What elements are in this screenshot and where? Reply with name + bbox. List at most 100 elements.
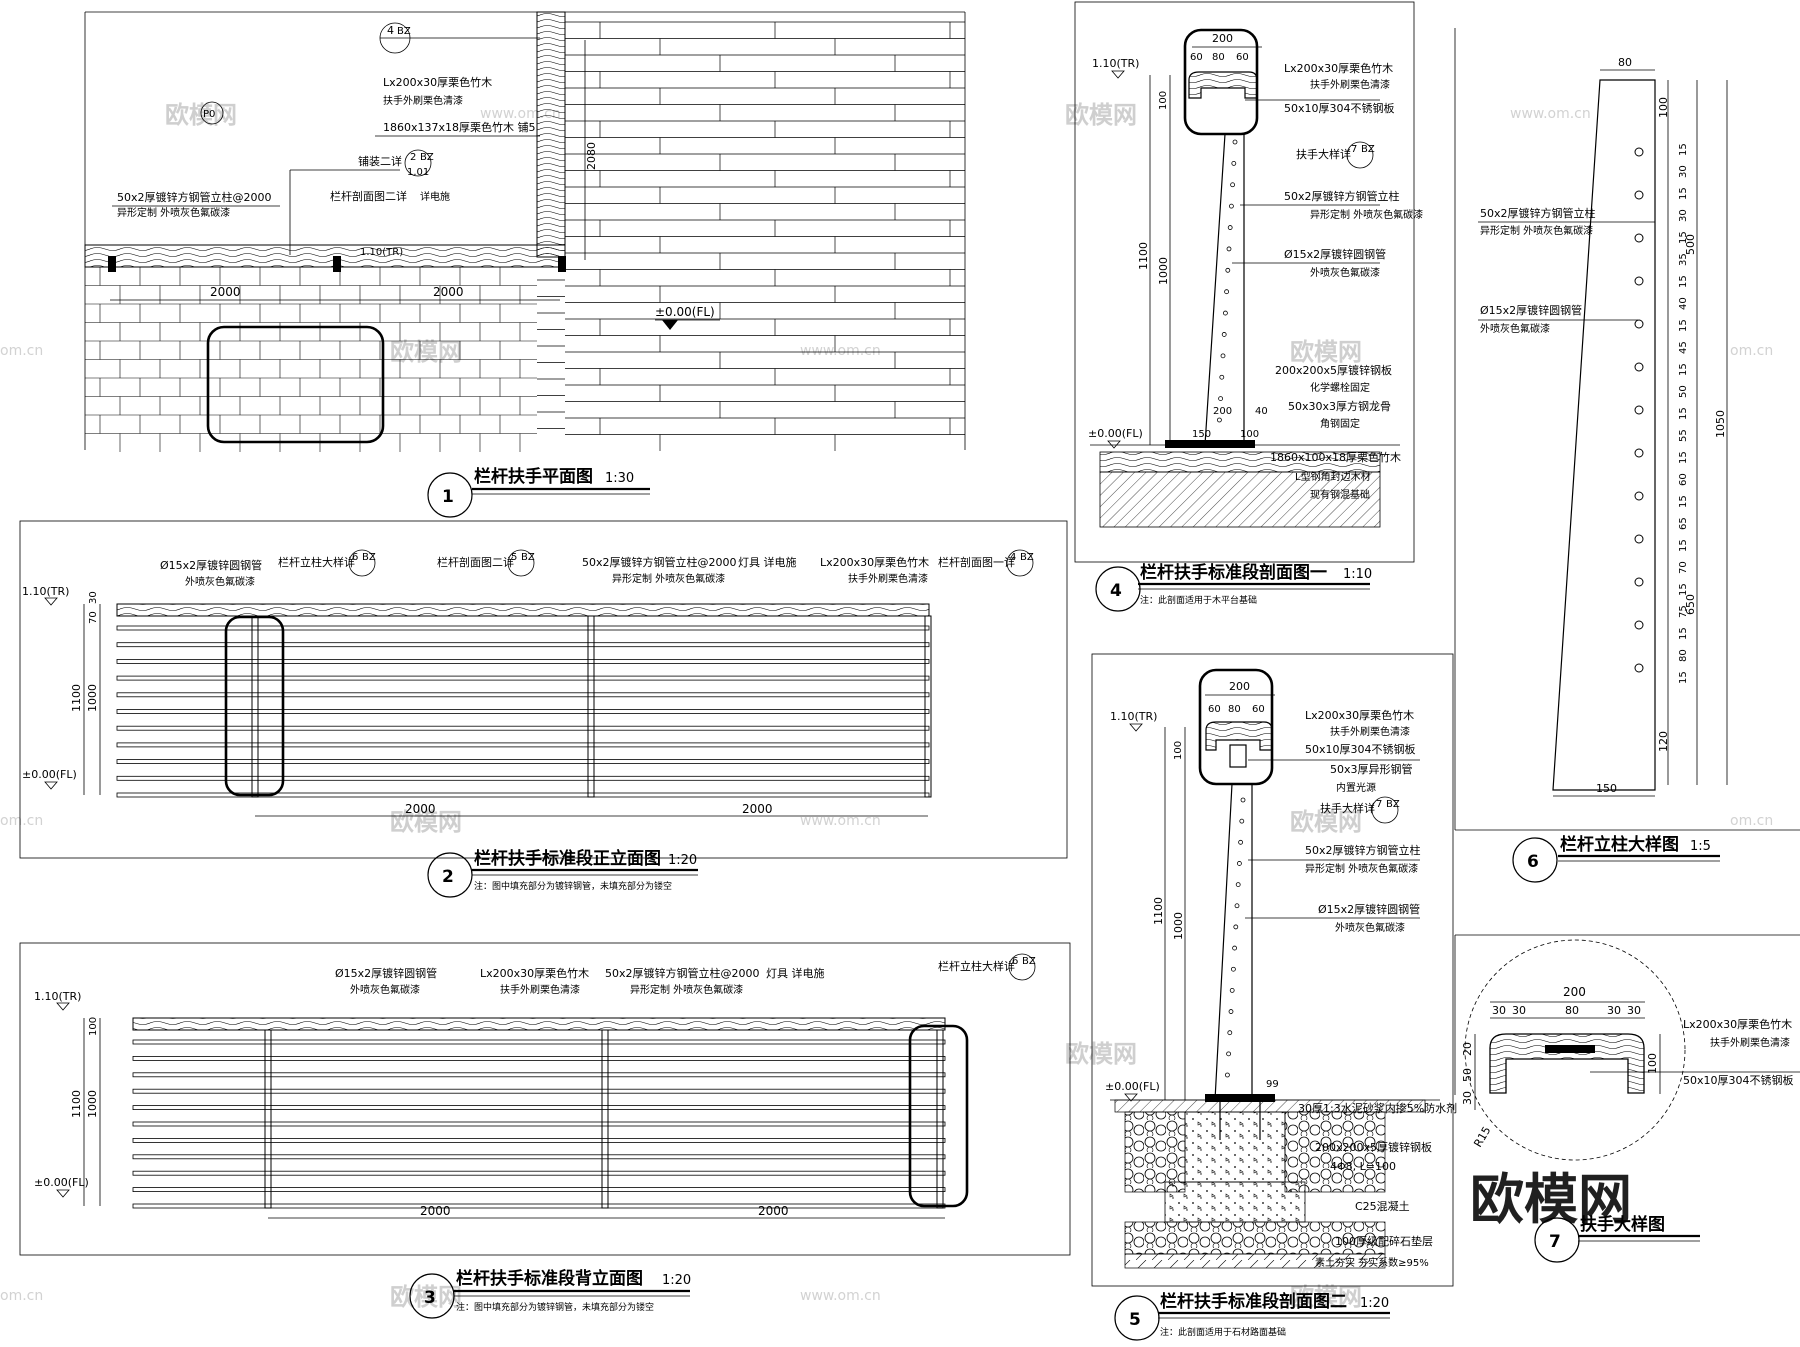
d5-l3s: 内置光源 [1336,781,1376,794]
rail-tube [132,1138,946,1143]
d2-l7n: 4 [1010,552,1016,563]
d5-l1: Lx200x30厚栗色竹木 [1305,708,1414,722]
rail-tube [132,1105,946,1110]
post-hole [1225,267,1231,273]
d2-l6: Lx200x30厚栗色竹木 [820,555,929,569]
d2-dim-2000b: 2000 [742,802,773,816]
d1-ref2-sheet: BZ [420,152,434,163]
post-hole [1228,1009,1234,1014]
d3-dim-2000b: 2000 [758,1204,789,1218]
d2-dim-1100: 1100 [70,684,83,712]
drawing-4-section-1: 200 60 80 60 100 1100 1000 1.10(TR) ±0.0… [1074,1,1423,612]
d5-number: 5 [1129,1310,1141,1330]
d2-note: 注：图中填充部分为镀锌钢管，未填充部分为镂空 [474,880,672,892]
d5-l10: C25混凝土 [1355,1199,1410,1213]
rail-tube [132,1121,946,1127]
d5-l3: 50x3厚异形钢管 [1330,762,1413,776]
d2-dim-70: 70 [88,611,99,624]
watermark-brand: 欧模网 [390,1283,462,1311]
d4-l3s: BZ [1361,144,1375,155]
d3-l3s: 异形定制 外喷灰色氟碳漆 [630,983,743,996]
spacing-label: 15 [1678,627,1689,640]
rail-tube [116,692,930,698]
d1-title: 栏杆扶手平面图 [474,466,593,487]
d6-l2: Ø15x2厚镀锌圆钢管 [1480,303,1582,317]
d4-l1s: 扶手外刷栗色清漆 [1310,78,1390,91]
d2-dim-30: 30 [88,591,99,604]
d2-l3s: BZ [521,552,535,563]
watermark-brand: 欧模网 [390,338,462,366]
d2-l3n: 5 [511,552,517,563]
d4-dim-100: 100 [1158,91,1169,110]
spacing-label: 75 [1678,605,1689,618]
post-hole [1634,276,1644,286]
d6-dim-100: 100 [1657,97,1670,118]
d2-l7: 栏杆剖面图一详 [938,555,1015,569]
rail-post [601,1029,609,1209]
rail-tube [132,1203,946,1209]
post-hole [1232,945,1237,951]
d7-l1s: 扶手外刷栗色清漆 [1710,1036,1790,1049]
d1-label-detail2: 铺装二详 [358,154,402,168]
d4-l6s: 化学螺栓固定 [1310,381,1370,394]
d5-dim-100: 100 [1173,741,1184,760]
drawing-1-plan: 2000 2000 2080 4 BZ Lx200x30厚栗色竹木 扶手外刷栗色… [84,11,966,518]
post-hole [1634,448,1644,458]
rail-post [587,615,595,798]
d2-l7s: BZ [1020,552,1034,563]
d3-l4: 灯具 详电施 [766,966,825,980]
post-hole [1634,663,1644,673]
spacing-label: 30 [1678,165,1689,178]
d4-elev-top: 1.10(TR) [1092,57,1139,70]
spacing-label: 15 [1678,187,1689,200]
spacing-label: 15 [1678,671,1689,684]
rail-tube [132,1187,946,1192]
d5-l11: 100厚级配碎石垫层 [1335,1234,1433,1248]
post-hole [1225,1072,1230,1078]
watermark-url: www.om.cn [800,813,881,829]
d3-scale: 1:20 [662,1273,691,1288]
post-hole [1231,966,1236,972]
d5-l7: 30厚1:3水泥砂浆内掺5%防水剂 [1298,1101,1457,1115]
d4-l7: 50x30x3厚方钢龙骨 [1288,399,1391,413]
d2-number: 2 [442,867,454,887]
d6-l1: 50x2厚镀锌方钢管立柱 [1480,206,1596,220]
post-hole [1233,924,1239,930]
watermark-brand: 欧模网 [1065,101,1137,129]
d5-dim-1100: 1100 [1152,897,1165,925]
watermark-url: www.om.cn [1510,106,1591,122]
post-hole [1223,310,1228,316]
d1-ref2-num: 2 [410,152,416,163]
d3-l1s: 外喷灰色氟碳漆 [350,983,420,996]
spacing-label: 15 [1678,495,1689,508]
d1-ref-sheet: BZ [397,26,411,37]
d4-dim-200: 200 [1212,32,1233,45]
spacing-label: 15 [1678,231,1689,244]
d5-dim-200: 200 [1229,680,1250,693]
rail-tube [132,1154,946,1160]
d7-title: 扶手大样图 [1580,1214,1665,1235]
d4-l4s: 异形定制 外喷灰色氟碳漆 [1310,208,1423,221]
d5-dim-60a: 60 [1208,704,1221,715]
spacing-label: 15 [1678,451,1689,464]
d4-l10: 现有钢混基础 [1310,488,1370,501]
spacing-label: 15 [1678,363,1689,376]
d5-l6s: 外喷灰色氟碳漆 [1335,921,1405,934]
d7-l2: 50x10厚304不锈钢板 [1683,1073,1794,1087]
d2-elev-top: 1.10(TR) [22,585,69,598]
d3-l1: Ø15x2厚镀锌圆钢管 [335,966,437,980]
d6-number: 6 [1527,852,1539,872]
d5-l5s: 异形定制 外喷灰色氟碳漆 [1305,862,1418,875]
d4-number: 4 [1110,581,1122,601]
rail-tube [116,625,930,631]
d1-number: 1 [442,487,454,507]
d7-dim-30c: 30 [1607,1004,1621,1017]
post-hole [1226,246,1232,252]
d6-dim-650: 650 [1684,594,1697,615]
d5-l8: 200x200x5厚镀锌钢板 [1315,1140,1432,1154]
d4-l1: Lx200x30厚栗色竹木 [1284,61,1393,75]
spacing-label: 15 [1678,407,1689,420]
rail-tube [116,725,930,731]
rail-tube [116,759,930,764]
